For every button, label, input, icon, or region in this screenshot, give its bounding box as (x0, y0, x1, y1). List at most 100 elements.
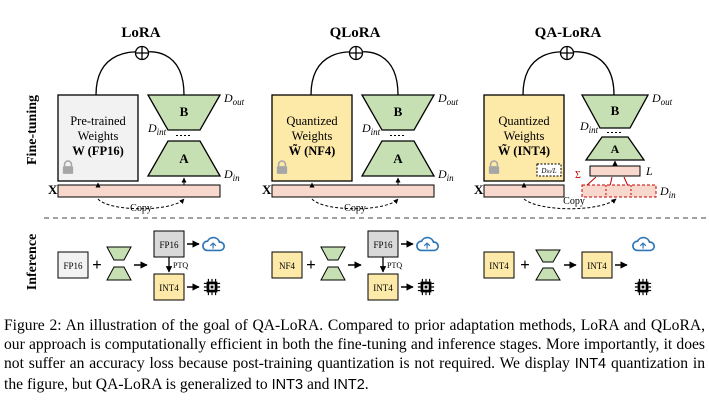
grouped-input-bar (581, 184, 657, 198)
panel-title: QLoRA (330, 25, 381, 41)
pool-sum-icon: Σ (575, 170, 581, 181)
input-bar (271, 184, 435, 198)
inference-deployed-label: INT4 (373, 283, 393, 293)
caption-int4: INT4 (574, 356, 607, 373)
weights-label: Quantized (498, 114, 550, 128)
sum-circle-icon (559, 45, 575, 61)
panel-lora: LoRA Pre-trained Weights W (FP16) B A Do… (48, 25, 245, 301)
inference-deployed-box (367, 273, 399, 301)
adapter-a (146, 140, 222, 177)
caption-int2: INT2 (333, 376, 365, 393)
skip-arc (95, 51, 139, 96)
input-label: X (48, 182, 58, 197)
input-bar (57, 184, 221, 198)
copy-arrow (311, 198, 399, 210)
caption-text: Figure 2: An illustration of the goal of… (4, 317, 705, 373)
d-in-label: Din (223, 167, 240, 183)
cloud-icon (202, 236, 226, 252)
input-label: X (474, 182, 484, 197)
group-label: Din/L (540, 167, 556, 175)
chip-icon (417, 278, 435, 296)
adapter-a-label: A (611, 142, 620, 156)
weights-label: Pre-trained (70, 114, 126, 128)
input-bar (483, 184, 565, 198)
adapter-b (146, 94, 222, 131)
row-label-fine-tuning: Fine-tuning (25, 95, 40, 165)
mini-adapter-icon (535, 249, 561, 281)
inference-stored-box (483, 251, 515, 279)
adapter-b (360, 94, 436, 131)
d-in-label: Din (659, 184, 676, 200)
d-out-label: Dout (223, 91, 245, 107)
skip-arc (145, 51, 185, 96)
adapter-a (584, 136, 646, 161)
plus-icon: + (306, 255, 316, 274)
caption-text: and (303, 375, 334, 393)
adapter-a-label: A (179, 151, 189, 166)
panel-title: LoRA (121, 25, 160, 41)
skip-arc (359, 51, 399, 96)
d-in-label: Din (437, 167, 454, 183)
inference-merged-box (367, 230, 399, 258)
caption-int3: INT3 (271, 376, 304, 393)
inference-stored-box (57, 251, 89, 279)
pool-size-label: L (645, 164, 653, 178)
inference-deployed-label: INT4 (587, 261, 607, 271)
skip-arc (310, 51, 353, 96)
d-out-label: Dout (651, 91, 673, 107)
plus-icon: + (92, 255, 102, 274)
sum-circle-icon (348, 45, 364, 61)
weights-label: Quantized (286, 114, 338, 128)
mini-adapter-icon (106, 246, 132, 281)
inference-stored-label: FP16 (63, 261, 83, 271)
row-label-inference: Inference (25, 234, 40, 291)
plus-icon: + (520, 255, 530, 274)
sum-circle-icon (134, 45, 150, 61)
weights-label: W (FP16) (72, 144, 124, 158)
copy-arrow (97, 198, 185, 210)
skip-arc (522, 51, 564, 96)
inference-stored-label: NF4 (279, 261, 296, 271)
ptq-label: PTQ (173, 261, 188, 270)
figure-caption: Figure 2: An illustration of the goal of… (4, 316, 705, 395)
inference-deployed-box (581, 251, 613, 279)
inference-merged-label: FP16 (373, 240, 393, 250)
adapter-a-label: A (393, 151, 403, 166)
cloud-icon (632, 236, 656, 252)
chip-icon (634, 278, 652, 296)
inference-merged-box (153, 230, 185, 258)
caption-text: . (364, 375, 369, 393)
skip-arc (570, 51, 615, 96)
inference-stored-box (271, 251, 303, 279)
qa-lora-figure: Fine-tuning Inference LoRA Pre-trained W… (25, 25, 706, 301)
pooled-bar (589, 165, 641, 177)
inference-stored-label: INT4 (489, 261, 509, 271)
weights-label: Weights (78, 129, 119, 143)
adapter-b-label: B (394, 104, 403, 119)
group-box (536, 163, 562, 177)
adapter-b-label: B (611, 103, 620, 118)
adapter-b-label: B (180, 104, 189, 119)
panel-qa-lora: QA-LoRA Quantized Weights W̃ (INT4) Din/… (474, 25, 676, 296)
weights-label: W̃ (INT4) (498, 144, 550, 158)
copy-arrow (523, 198, 617, 210)
panel-qlora: QLoRA Quantized Weights W̃ (NF4) B A Dou… (262, 25, 459, 301)
panel-title: QA-LoRA (535, 25, 602, 41)
copy-label: Copy (344, 203, 366, 214)
ptq-label: PTQ (387, 261, 402, 270)
adapter-a (360, 140, 436, 177)
copy-label: Copy (563, 196, 585, 207)
inference-deployed-box (153, 273, 185, 301)
inference-deployed-label: INT4 (159, 283, 179, 293)
input-label: X (262, 182, 272, 197)
adapter-b (580, 94, 650, 129)
mini-adapter-icon (320, 246, 346, 281)
inference-merged-label: FP16 (159, 240, 179, 250)
caption-text: quantization in the figure, but QA-LoRA … (4, 355, 705, 393)
chip-icon (203, 278, 221, 296)
weights-label: Weights (292, 129, 333, 143)
d-out-label: Dout (437, 91, 459, 107)
weights-label: W̃ (NF4) (289, 144, 336, 158)
cloud-icon (416, 236, 440, 252)
copy-label: Copy (130, 203, 152, 214)
